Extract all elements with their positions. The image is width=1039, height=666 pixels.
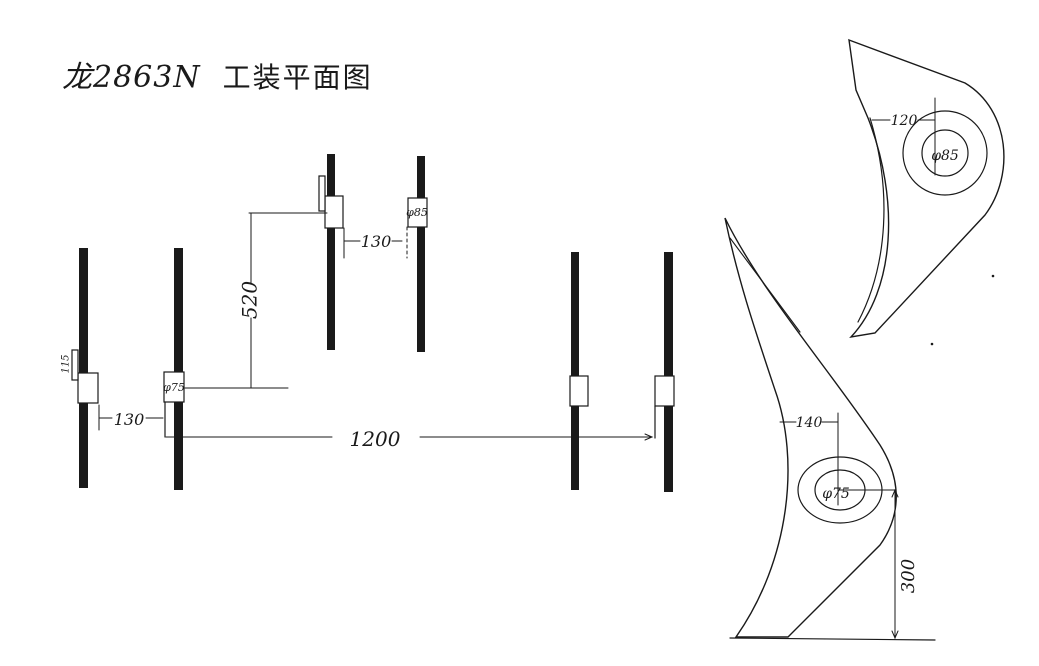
dim-300-label: 300	[898, 559, 919, 593]
phi75-post-label: φ75	[163, 381, 185, 394]
crescent-part-lower	[724, 217, 897, 638]
clamp-block-1	[77, 372, 99, 404]
dim-130-left-label: 130	[114, 410, 145, 429]
lower-part-base-line	[729, 637, 936, 641]
lower-part-inner-strip	[729, 237, 801, 333]
post-6	[664, 252, 673, 492]
title-caption: 工装平面图	[222, 61, 373, 94]
dim-130-top-label: 130	[361, 232, 392, 251]
clamp-block-2	[163, 371, 185, 403]
clamp-tab-3	[318, 175, 326, 212]
phi85-part-label: φ85	[931, 148, 959, 164]
clamp-block-5	[569, 375, 589, 407]
dim-120-label: 120	[891, 113, 918, 129]
title-model: 龙2863N	[62, 60, 201, 95]
crescent-upper-inner-edge	[857, 117, 885, 323]
clamp-block-6	[654, 375, 675, 407]
post-4	[417, 156, 425, 352]
post-2	[174, 248, 183, 490]
clamp-block-3	[324, 195, 344, 229]
phi75-part-label: φ75	[822, 486, 850, 502]
dim-115-label: 115	[61, 354, 72, 373]
drawing-title: 龙2863N 工装平面图	[62, 52, 373, 98]
phi85-post-label: φ85	[406, 206, 428, 219]
crescent-part-upper	[848, 38, 1005, 339]
bore-outer-ring-upper	[902, 110, 988, 196]
post-3	[327, 154, 335, 350]
dim-1200-label: 1200	[350, 427, 401, 451]
dim-300-arrow-bottom-icon	[891, 630, 899, 640]
clamp-block-4	[407, 197, 428, 228]
post-5	[571, 252, 579, 490]
post-1	[79, 248, 88, 488]
dim-520-label: 520	[238, 281, 262, 319]
bore-inner-ring-upper	[921, 129, 969, 177]
dim-1200-arrow-icon	[644, 433, 654, 441]
clamp-tab-1	[71, 349, 79, 381]
dim-140-label: 140	[796, 415, 823, 431]
stray-dot-2	[930, 342, 934, 346]
stray-dot-1	[991, 274, 995, 278]
dim-300-arrow-top-icon	[891, 488, 899, 498]
